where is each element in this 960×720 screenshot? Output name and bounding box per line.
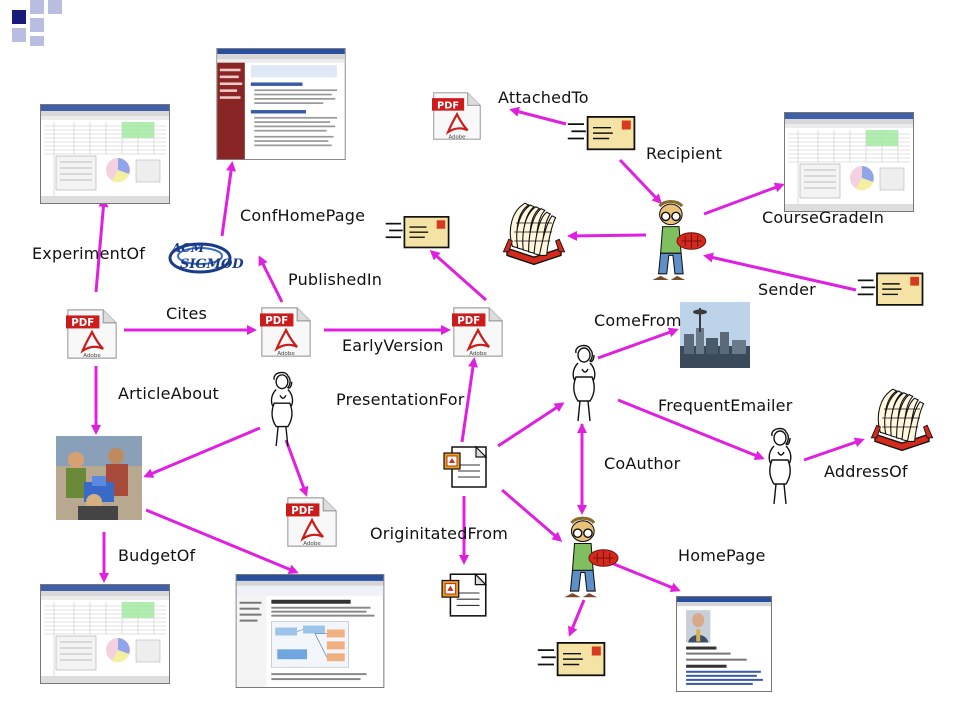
- edge-ppt-to-person2: [501, 488, 563, 542]
- edge-pdf-to-confemail: [429, 250, 487, 302]
- label-coursegradein: CourseGradeIn: [762, 208, 885, 227]
- edge-presentationfor: [460, 357, 478, 443]
- label-presentationfor: PresentationFor: [336, 390, 465, 409]
- label-budgetof: BudgetOf: [118, 546, 196, 565]
- label-articleabout: ArticleAbout: [118, 384, 220, 403]
- edge-addressof: [803, 437, 865, 462]
- spreadsheet-icon: [40, 584, 170, 684]
- label-addressof: AddressOf: [824, 462, 908, 481]
- pdf-icon: [66, 308, 118, 361]
- label-recipient: Recipient: [646, 144, 723, 163]
- slide-corner-decoration: [0, 0, 80, 60]
- acm-sigmod-logo: ACM SIGMOD: [168, 241, 244, 274]
- pdf-icon: [432, 91, 482, 142]
- email-icon: [384, 215, 450, 249]
- edge-recipient-to-rolodex: [567, 230, 647, 241]
- label-homepage: HomePage: [678, 546, 766, 565]
- label-confhomepage: ConfHomePage: [240, 206, 366, 225]
- email-icon: [536, 641, 606, 677]
- label-attachedto: AttachedTo: [498, 88, 589, 107]
- label-comefrom: ComeFrom: [594, 311, 682, 330]
- edge-sender: [703, 252, 857, 292]
- webpage-icon: [676, 596, 772, 692]
- city-skyline-photo: [680, 302, 750, 368]
- label-publishedin: PublishedIn: [288, 270, 383, 289]
- edge-publishedin: [258, 255, 284, 303]
- powerpoint-icon: [441, 573, 487, 617]
- pdf-icon: [260, 306, 312, 359]
- webpage-icon: [235, 574, 385, 688]
- edge-recipient: [618, 158, 663, 205]
- person-icon: [572, 344, 596, 422]
- edge-experimentof: [94, 197, 109, 293]
- person-icon: [270, 371, 294, 447]
- webpage-icon: [216, 48, 346, 160]
- svg-text:ACM: ACM: [171, 241, 205, 255]
- label-sender: Sender: [758, 280, 816, 299]
- edge-comefrom: [597, 327, 679, 360]
- person-icon: [650, 200, 708, 282]
- pdf-icon: [286, 496, 338, 549]
- email-icon: [856, 272, 924, 306]
- email-icon: [566, 115, 636, 151]
- powerpoint-icon: [443, 446, 487, 488]
- edge-frequentemailer: [617, 398, 765, 461]
- edge-person-to-pdf: [284, 439, 309, 497]
- person-icon: [562, 516, 620, 599]
- rolodex-icon: [870, 388, 934, 452]
- label-earlyversion: EarlyVersion: [342, 336, 444, 355]
- pdf-icon: [452, 306, 504, 359]
- edge-confhomepage: [220, 161, 236, 237]
- edge-homepage: [603, 558, 681, 593]
- rolodex-icon: [502, 202, 566, 266]
- meeting-photo: [56, 436, 142, 520]
- svg-text:SIGMOD: SIGMOD: [180, 257, 244, 272]
- person-icon: [768, 427, 792, 505]
- label-frequentemailer: FrequentEmailer: [658, 396, 793, 415]
- label-cites: Cites: [166, 304, 208, 323]
- spreadsheet-icon: [784, 112, 914, 212]
- edge-meeting-to-pimweb: [145, 508, 299, 574]
- edge-person-to-meeting: [143, 426, 261, 478]
- label-originitatedfrom: OriginitatedFrom: [370, 524, 508, 543]
- edge-coursegradein: [703, 182, 785, 216]
- label-experimentof: ExperimentOf: [32, 244, 146, 263]
- edge-ppt-to-person: [497, 402, 565, 448]
- edge-person-to-mail: [568, 599, 586, 637]
- spreadsheet-icon: [40, 104, 170, 204]
- label-coauthor: CoAuthor: [604, 454, 681, 473]
- edge-attachedto: [509, 106, 567, 126]
